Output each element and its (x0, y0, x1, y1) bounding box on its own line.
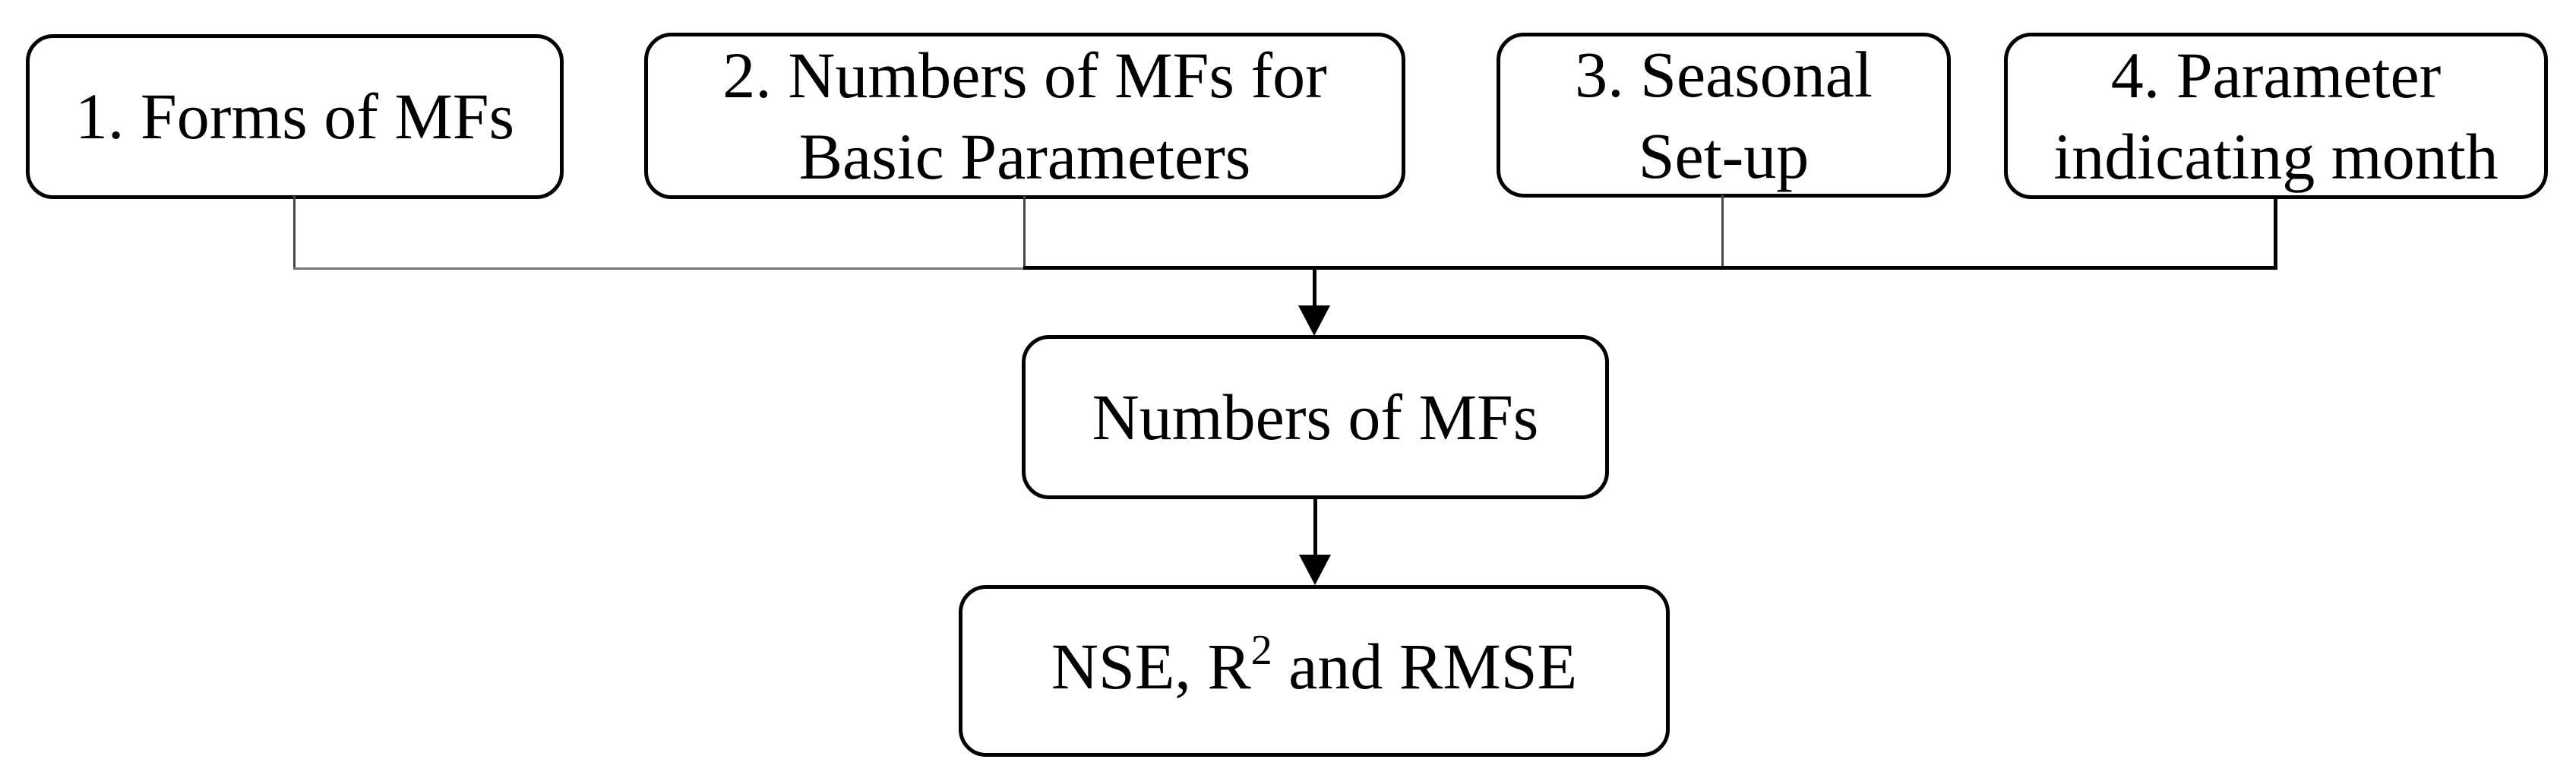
arrow-bus-to-numbers-of-mfs-head (1298, 305, 1330, 336)
arrow-numbers-of-mfs-to-metrics-shaft (1313, 499, 1317, 557)
box-parameter-indicating-month: 4. Parameter indicating month (2004, 33, 2548, 199)
box-nse-r2-rmse: NSE, R2 and RMSE (959, 585, 1670, 757)
box-numbers-of-mfs: Numbers of MFs (1022, 335, 1609, 499)
box-seasonal-set-up: 3. Seasonal Set-up (1497, 33, 1951, 198)
connector-drop-box4 (2274, 196, 2277, 269)
arrow-numbers-of-mfs-to-metrics-head (1299, 555, 1331, 585)
box-numbers-of-mfs-for-basic-parameters: 2. Numbers of MFs for Basic Parameters (644, 33, 1405, 199)
arrow-bus-to-numbers-of-mfs-shaft (1313, 270, 1316, 308)
box-forms-of-mfs-label-line1: 1. Forms of MFs (74, 80, 515, 153)
connector-bus-left (293, 267, 1026, 270)
metrics-label-suffix: and RMSE (1272, 630, 1578, 703)
box-numbers-of-mfs-for-basic-parameters-label-line1: 2. Numbers of MFs for (722, 38, 1327, 112)
connector-drop-box2 (1023, 196, 1026, 269)
box-parameter-indicating-month-label-line2: indicating month (2053, 119, 2499, 193)
connector-bus-right (1023, 266, 2277, 270)
box-parameter-indicating-month-label-line1: 4. Parameter (2110, 38, 2442, 112)
connector-drop-box3 (1721, 195, 1724, 269)
metrics-label-superscript: 2 (1250, 627, 1272, 674)
box-numbers-of-mfs-for-basic-parameters-label-line2: Basic Parameters (798, 119, 1251, 193)
box-forms-of-mfs: 1. Forms of MFs (26, 34, 564, 199)
box-seasonal-set-up-label-line2: Set-up (1638, 119, 1810, 192)
connector-drop-box1 (293, 196, 296, 269)
box-nse-r2-rmse-label: NSE, R2 and RMSE (1051, 626, 1577, 716)
metrics-label-prefix: NSE, R (1051, 630, 1251, 703)
box-numbers-of-mfs-label: Numbers of MFs (1092, 380, 1539, 454)
box-seasonal-set-up-label-line1: 3. Seasonal (1575, 37, 1873, 111)
